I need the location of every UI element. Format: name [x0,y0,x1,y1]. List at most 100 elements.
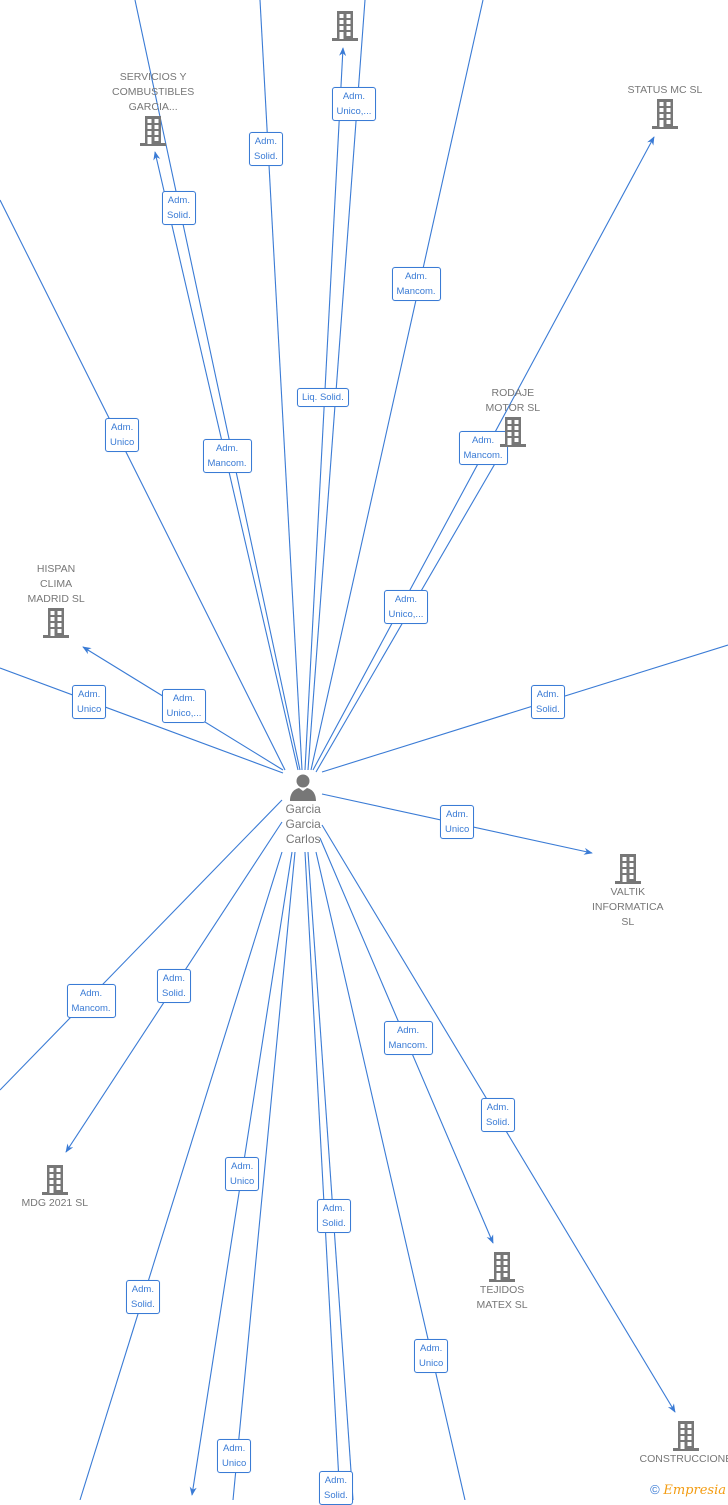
building-icon [477,1251,528,1283]
role-text: Solid. [254,149,278,164]
role-text: Unico,... [337,104,372,119]
role-text: Unico [222,1456,246,1471]
role-text: Adm. [486,1100,510,1115]
building-icon [22,1164,89,1196]
role-text: Adm. [162,971,186,986]
building-icon [112,115,194,147]
building-icon [628,98,703,130]
edge-role-label[interactable]: Adm.Solid. [162,191,196,225]
building-icon [592,853,664,885]
edge-line [308,852,353,1500]
edge-line [316,852,465,1500]
role-text: Adm. [131,1282,155,1297]
edge-role-label[interactable]: Adm.Unico [225,1157,259,1191]
role-text: Adm. [397,269,436,284]
edge-role-label[interactable]: Adm.Mancom. [392,267,441,301]
role-text: Mancom. [397,284,436,299]
role-text: Adm. [445,807,469,822]
role-text: Mancom. [464,448,503,463]
company-name: STATUS MC SL [628,83,703,98]
company-name: CONSTRUCCIONE [640,1452,728,1467]
role-text: Solid. [322,1216,346,1231]
building-icon [640,1420,728,1452]
edge-line [305,48,343,770]
role-text: Adm. [254,134,278,149]
edge-role-label[interactable]: Adm.Unico [105,418,139,452]
edge-role-label[interactable]: Adm.Mancom. [203,439,252,473]
role-text: Solid. [167,208,191,223]
role-text: Adm. [389,592,424,607]
edge-line [0,668,283,773]
company-node-construccione[interactable]: CONSTRUCCIONE [640,1420,728,1467]
edge-role-label[interactable]: Adm.Solid. [249,132,283,166]
role-text: Unico [110,435,134,450]
role-text: Unico [230,1174,254,1189]
edge-role-label[interactable]: Adm.Mancom. [67,984,116,1018]
role-text: Adm. [167,691,202,706]
company-node-status[interactable]: STATUS MC SL [628,83,703,130]
role-text: Mancom. [389,1038,428,1053]
role-text: Adm. [72,986,111,1001]
edge-role-label[interactable]: Adm.Solid. [317,1199,351,1233]
role-text: Adm. [536,687,560,702]
role-text: Unico [77,702,101,717]
company-name: MDG 2021 SL [22,1196,89,1211]
role-text: Adm. [324,1473,348,1488]
role-text: Unico [419,1356,443,1371]
role-text: Adm. [230,1159,254,1174]
building-icon [486,416,541,448]
edge-line [0,200,285,770]
building-icon [330,10,360,42]
company-node-top-center[interactable] [330,10,360,42]
company-node-rodaje[interactable]: RODAJE MOTOR SL [486,386,541,448]
copyright-watermark: © Empresia [650,1482,726,1498]
edge-role-label[interactable]: Liq. Solid. [297,388,349,407]
company-node-valtik[interactable]: VALTIK INFORMATICA SL [592,853,664,930]
role-text: Adm. [222,1441,246,1456]
person-node[interactable]: Garcia Garcia Carlos [286,772,321,847]
company-node-servicios[interactable]: SERVICIOS Y COMBUSTIBLES GARCIA... [112,70,194,147]
edge-role-label[interactable]: Adm.Unico,... [384,590,429,624]
role-text: Solid. [536,702,560,717]
role-text: Solid. [486,1115,510,1130]
role-text: Unico [445,822,469,837]
edge-role-label[interactable]: Adm.Solid. [126,1280,160,1314]
company-name: TEJIDOS MATEX SL [477,1283,528,1313]
edge-role-label[interactable]: Adm.Unico,... [162,689,207,723]
edge-role-label[interactable]: Adm.Solid. [531,685,565,719]
role-text: Adm. [389,1023,428,1038]
edge-line [0,800,282,1090]
role-text: Adm. [419,1341,443,1356]
role-text: Solid. [162,986,186,1001]
role-text: Adm. [167,193,191,208]
role-text: Unico,... [389,607,424,622]
person-name: Garcia Garcia Carlos [286,802,321,847]
company-node-mdg[interactable]: MDG 2021 SL [22,1164,89,1211]
role-text: Adm. [337,89,372,104]
edge-line [305,852,340,1500]
role-text: Mancom. [208,456,247,471]
edge-role-label[interactable]: Adm.Unico [217,1439,251,1473]
company-node-tejidos[interactable]: TEJIDOS MATEX SL [477,1251,528,1313]
edge-role-label[interactable]: Adm.Mancom. [384,1021,433,1055]
company-name: VALTIK INFORMATICA SL [592,885,664,930]
edge-role-label[interactable]: Adm.Solid. [481,1098,515,1132]
role-text: Adm. [322,1201,346,1216]
edge-role-label[interactable]: Adm.Unico,... [332,87,377,121]
role-text: Adm. [77,687,101,702]
building-icon [28,607,85,639]
role-text: Solid. [324,1488,348,1503]
edge-line [260,0,302,770]
edge-role-label[interactable]: Adm.Unico [72,685,106,719]
edge-role-label[interactable]: Adm.Unico [414,1339,448,1373]
company-node-hispan[interactable]: HISPAN CLIMA MADRID SL [28,562,85,639]
copyright-symbol: © [650,1482,660,1497]
edge-role-label[interactable]: Adm.Solid. [157,969,191,1003]
company-name: RODAJE MOTOR SL [486,386,541,416]
company-name: SERVICIOS Y COMBUSTIBLES GARCIA... [112,70,194,115]
edge-role-label[interactable]: Adm.Unico [440,805,474,839]
person-icon [288,772,318,802]
empresia-logo[interactable]: Empresia [663,1483,726,1498]
